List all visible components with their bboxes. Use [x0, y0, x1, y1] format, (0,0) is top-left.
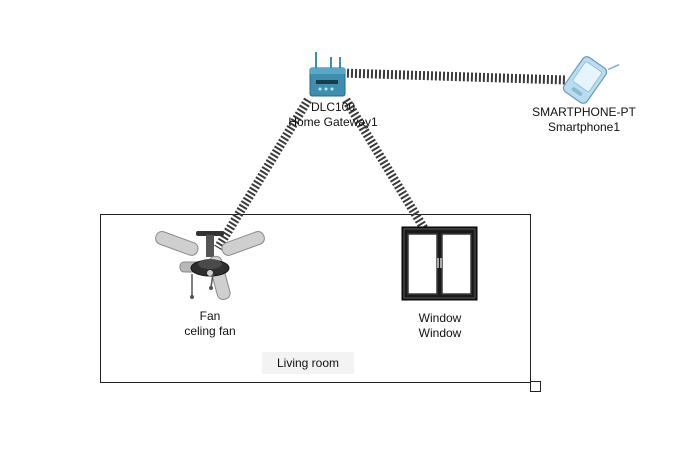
room-border [100, 214, 531, 383]
window-icon[interactable] [401, 226, 478, 301]
room-label[interactable]: Living room [262, 352, 354, 374]
gateway-name-text: Home Gateway1 [288, 115, 378, 129]
living-room-cluster[interactable] [100, 214, 541, 392]
smartphone-label: SMARTPHONE-PT Smartphone1 [509, 105, 659, 135]
gateway-label: DLC100 Home Gateway1 [262, 100, 404, 130]
gateway-model-text: DLC100 [310, 100, 356, 114]
wireless-link-gateway-fan [214, 97, 312, 251]
ceiling-fan-icon[interactable] [154, 230, 266, 301]
wireless-link-gateway-window [342, 97, 429, 233]
fan-model-text: Fan [199, 309, 221, 323]
window-model-text: Window [418, 311, 462, 325]
fan-label: Fan celing fan [160, 309, 260, 339]
smartphone-icon[interactable] [561, 46, 620, 108]
window-name-text: Window [418, 326, 462, 340]
window-label: Window Window [390, 311, 490, 341]
room-resize-handle[interactable] [530, 381, 541, 392]
wireless-link-gateway-phone [342, 68, 566, 85]
smartphone-name-text: Smartphone1 [547, 120, 621, 134]
smartphone-model-text: SMARTPHONE-PT [532, 105, 636, 119]
fan-name-text: celing fan [184, 324, 236, 338]
home-gateway-icon[interactable] [309, 52, 346, 97]
